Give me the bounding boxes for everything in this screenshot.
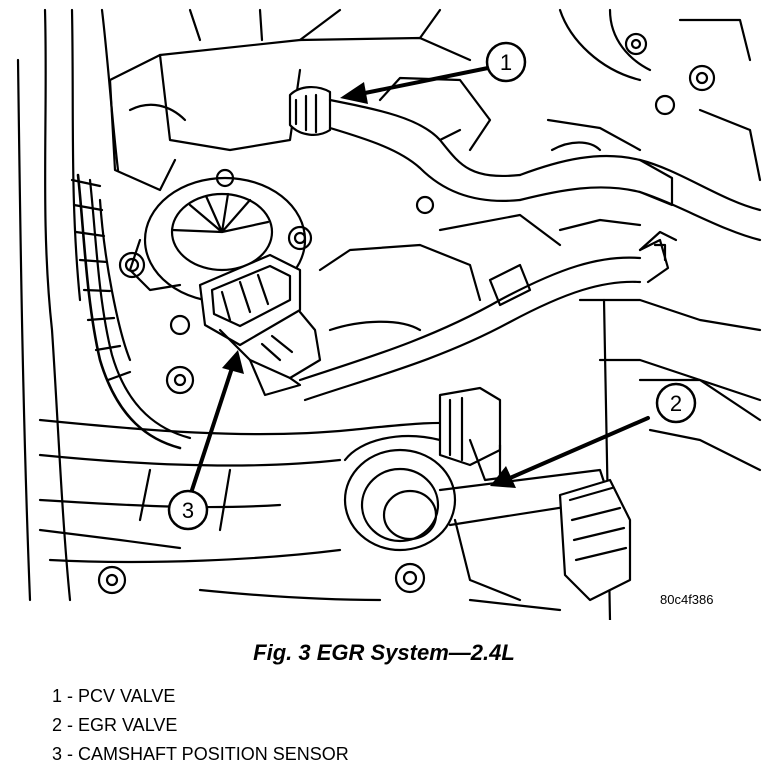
camshaft-sensor-housing [118, 168, 313, 304]
callout-1-arrowhead [340, 82, 368, 104]
callout-2-number: 2 [670, 391, 682, 416]
cylinder-head [108, 8, 472, 192]
left-vertical-pipes [16, 8, 132, 602]
figure-code: 80c4f386 [660, 592, 714, 607]
legend-item-camshaft-position-sensor: 3 - CAMSHAFT POSITION SENSOR [52, 744, 349, 764]
legend-item-pcv-valve: 1 - PCV VALVE [52, 686, 176, 706]
egr-valve [343, 386, 612, 602]
wiring-harness [70, 173, 192, 450]
callout-1-number: 1 [500, 50, 512, 75]
upper-right-bolts [624, 18, 762, 182]
legend-item-egr-valve: 2 - EGR VALVE [52, 715, 178, 735]
camshaft-position-sensor [198, 253, 322, 397]
pcv-valve-assembly [288, 76, 522, 215]
lower-crossmember [38, 418, 472, 550]
intake-manifold [318, 213, 762, 620]
lower-left-bolts [97, 314, 426, 595]
callout-2-arrowhead [490, 466, 516, 488]
legend: 1 - PCV VALVE 2 - EGR VALVE 3 - CAMSHAFT… [52, 682, 349, 769]
engine-illustration: 1 2 3 80c4f386 [16, 8, 762, 620]
bottom-frame [48, 548, 562, 612]
callout-3-arrowhead [222, 350, 244, 374]
callout-2: 2 [655, 382, 697, 424]
right-connector-block [558, 378, 762, 602]
callout-1-leader [358, 66, 490, 96]
upper-right-hose [518, 8, 762, 242]
callout-1: 1 [485, 41, 527, 83]
egr-tube [298, 230, 678, 402]
callout-3-leader [190, 366, 234, 492]
figure-caption: Fig. 3 EGR System—2.4L [253, 640, 515, 665]
callout-3-number: 3 [182, 498, 194, 523]
callout-3: 3 [167, 489, 209, 531]
callout-2-leader [508, 416, 650, 480]
